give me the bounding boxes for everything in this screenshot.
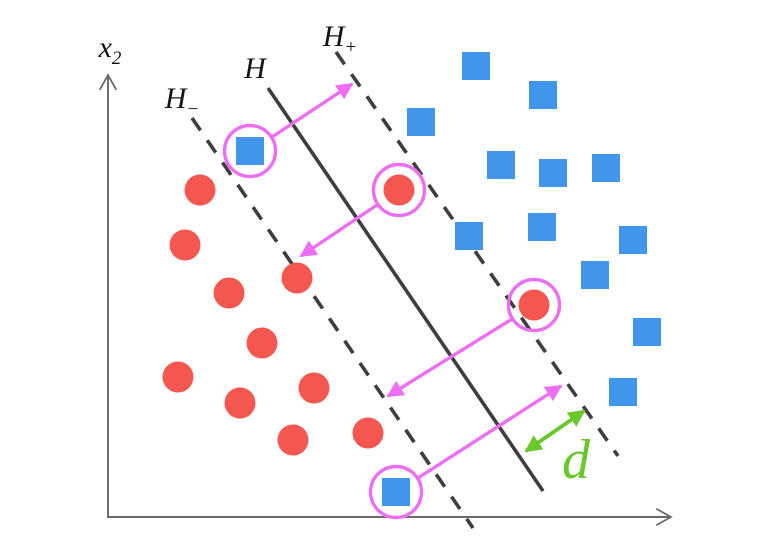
red-class-point bbox=[213, 277, 245, 309]
support-to-margin-arrow bbox=[271, 82, 354, 139]
blue-class-point bbox=[529, 81, 557, 109]
support-vector-red-point bbox=[383, 174, 415, 206]
support-to-margin-arrow bbox=[417, 384, 563, 480]
margin-width-group bbox=[524, 409, 586, 453]
blue-class-point bbox=[455, 222, 483, 250]
red-class-point bbox=[169, 229, 201, 261]
blue-class-point bbox=[609, 378, 637, 406]
hyperplane-label: H bbox=[243, 52, 268, 85]
margin-minus-label: H− bbox=[164, 82, 200, 120]
support-vector-blue-point bbox=[382, 478, 410, 506]
red-class-point bbox=[352, 417, 384, 449]
blue-class-point bbox=[592, 154, 620, 182]
support-vector-blue-point bbox=[236, 137, 264, 165]
margin-plus-label: H+ bbox=[322, 20, 358, 58]
hyperplane-lines-group bbox=[190, 50, 620, 530]
support-to-margin-arrow bbox=[299, 203, 378, 258]
support-vector-circle bbox=[222, 123, 278, 179]
y-axis-label: x2 bbox=[98, 31, 122, 69]
red-class-point bbox=[184, 174, 216, 206]
blue-class-point bbox=[581, 261, 609, 289]
red-class-point bbox=[246, 327, 278, 359]
support-vector-circle bbox=[506, 277, 562, 333]
red-class-point bbox=[162, 361, 194, 393]
support-vector-red-point bbox=[518, 289, 550, 321]
data-points-group bbox=[162, 52, 661, 456]
blue-class-point bbox=[487, 151, 515, 179]
margin-width-arrow bbox=[524, 409, 586, 453]
blue-class-point bbox=[633, 318, 661, 346]
line-H_plus bbox=[334, 50, 620, 458]
blue-class-point bbox=[619, 226, 647, 254]
blue-class-point bbox=[462, 52, 490, 80]
support-arrows-group bbox=[271, 82, 563, 480]
red-class-point bbox=[224, 387, 256, 419]
line-H bbox=[266, 86, 545, 493]
line-H_minus bbox=[190, 116, 475, 530]
margin-distance-label: d bbox=[562, 429, 591, 491]
support-to-margin-arrow bbox=[386, 317, 513, 398]
red-class-point bbox=[298, 372, 330, 404]
red-class-point bbox=[277, 424, 309, 456]
support-vectors-group bbox=[222, 123, 562, 520]
blue-class-point bbox=[539, 159, 567, 187]
blue-class-point bbox=[407, 108, 435, 136]
red-class-point bbox=[281, 262, 313, 294]
blue-class-point bbox=[528, 213, 556, 241]
support-vector-circle bbox=[371, 162, 427, 218]
support-vector-circle bbox=[368, 464, 424, 520]
